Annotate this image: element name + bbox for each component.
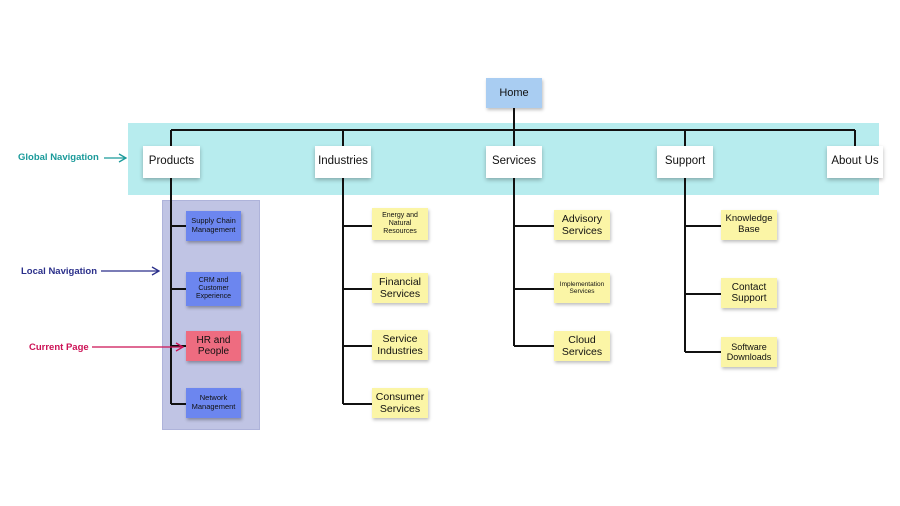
local-nav-network-management[interactable]: Network Management (186, 388, 241, 418)
current-page-label: Current Page (29, 342, 89, 353)
local-nav-supply-chain-management[interactable]: Supply Chain Management (186, 211, 241, 241)
page-service-industries[interactable]: Service Industries (372, 330, 428, 360)
page-implementation-services[interactable]: Implementation Services (554, 273, 610, 303)
nav-about-us[interactable]: About Us (827, 146, 883, 178)
nav-industries[interactable]: Industries (315, 146, 371, 178)
page-contact-support[interactable]: Contact Support (721, 278, 777, 308)
nav-products[interactable]: Products (143, 146, 200, 178)
local-nav-hr-and-people-current[interactable]: HR and People (186, 331, 241, 361)
local-nav-crm-customer-experience[interactable]: CRM and Customer Experience (186, 272, 241, 306)
nav-services[interactable]: Services (486, 146, 542, 178)
global-navigation-label: Global Navigation (18, 152, 99, 163)
page-knowledge-base[interactable]: Knowledge Base (721, 210, 777, 240)
nav-support[interactable]: Support (657, 146, 713, 178)
page-software-downloads[interactable]: Software Downloads (721, 337, 777, 367)
page-energy-natural-resources[interactable]: Energy and Natural Resources (372, 208, 428, 240)
home-node[interactable]: Home (486, 78, 542, 108)
page-advisory-services[interactable]: Advisory Services (554, 210, 610, 240)
local-navigation-label: Local Navigation (21, 266, 98, 277)
page-consumer-services[interactable]: Consumer Services (372, 388, 428, 418)
page-financial-services[interactable]: Financial Services (372, 273, 428, 303)
page-cloud-services[interactable]: Cloud Services (554, 331, 610, 361)
